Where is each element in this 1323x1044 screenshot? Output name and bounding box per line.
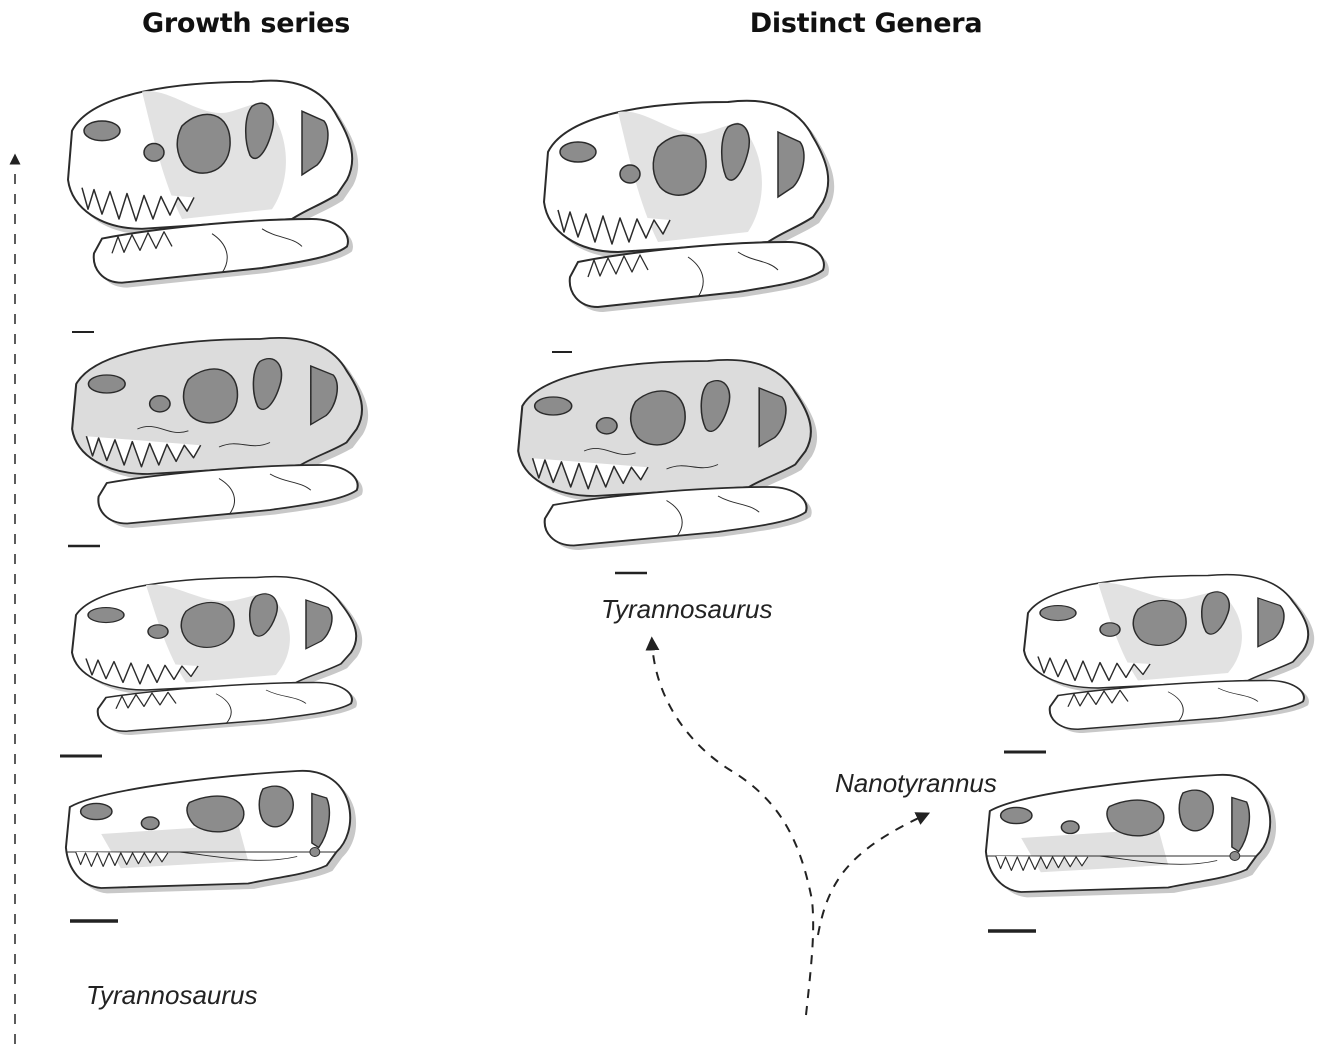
tyrannosaurus-skull-large — [544, 101, 834, 312]
tyrannosaurus-skull — [518, 360, 817, 550]
nanotyrannus-skull-subadult — [1024, 575, 1314, 733]
tyrannosaurus-lineage-arrow — [652, 642, 813, 1015]
skull-adult-large — [68, 81, 358, 288]
nanotyrannus-lineage-arrow — [818, 815, 925, 935]
distinct-genera-column — [518, 101, 1314, 1015]
tyrannosaurus-label: Tyrannosaurus — [601, 594, 773, 625]
skull-juvenile — [66, 771, 356, 894]
skull-subadult — [72, 577, 362, 735]
nanotyrannus-label: Nanotyrannus — [835, 768, 997, 799]
growth-taxon-label: Tyrannosaurus — [86, 980, 258, 1011]
nanotyrannus-skull-juvenile — [986, 775, 1276, 898]
growth-series-column — [15, 81, 368, 1044]
skull-adult — [72, 338, 368, 528]
